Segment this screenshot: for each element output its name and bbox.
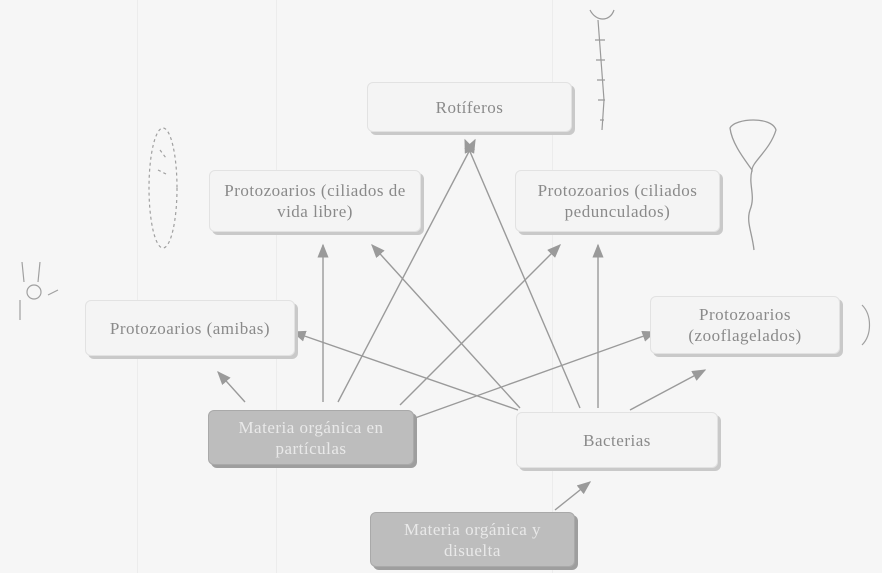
arrow-particulate-to-zooflagellates [414, 330, 657, 419]
zooflagellate-organism-icon [861, 304, 871, 346]
node-amoebas-label: Protozoarios (amibas) [109, 318, 271, 338]
node-dissolved-organic-matter: Materia orgánica y disuelta [370, 512, 575, 567]
stalked-ciliate-organism-icon [729, 119, 777, 251]
arrow-particulate-to-stalked-ciliates [399, 244, 561, 406]
node-free-living-ciliates: Protozoarios (ciliados de vida libre) [209, 170, 421, 232]
arrow-particulate-to-rotifers [337, 138, 476, 403]
grid-line [552, 0, 553, 573]
arrow-bacteria-to-zooflagellates [629, 369, 707, 411]
node-dissolved-organic-matter-label: Materia orgánica y disuelta [403, 519, 542, 560]
grid-line [276, 0, 277, 573]
node-rotifers-label: Rotíferos [435, 97, 504, 117]
amoeba-organism-icon [19, 261, 59, 320]
node-zooflagellates: Protozoarios (zooflagelados) [650, 296, 840, 354]
node-amoebas: Protozoarios (amibas) [85, 300, 295, 356]
arrow-dissolved-to-bacteria [554, 481, 592, 511]
rotifer-organism-icon [589, 9, 615, 131]
node-free-living-ciliates-label: Protozoarios (ciliados de vida libre) [224, 181, 406, 221]
node-bacteria: Bacterias [516, 412, 718, 468]
arrow-bacteria-to-free-ciliates [371, 243, 521, 409]
arrow-bacteria-to-rotifers [464, 138, 581, 409]
node-stalked-ciliates-label: Protozoarios (ciliados pedunculados) [537, 181, 698, 221]
node-particulate-organic-matter: Materia orgánica en partículas [208, 410, 414, 465]
arrow-bacteria-to-amoebas [291, 330, 519, 411]
node-rotifers: Rotíferos [367, 82, 572, 132]
arrow-particulate-to-amoebas [217, 370, 246, 403]
node-particulate-organic-matter-label: Materia orgánica en partículas [238, 417, 384, 458]
grid-line [137, 0, 138, 573]
node-stalked-ciliates: Protozoarios (ciliados pedunculados) [515, 170, 720, 232]
node-zooflagellates-label: Protozoarios (zooflagelados) [688, 305, 802, 345]
free-ciliate-organism-icon [148, 127, 178, 249]
node-bacteria-label: Bacterias [583, 430, 651, 450]
